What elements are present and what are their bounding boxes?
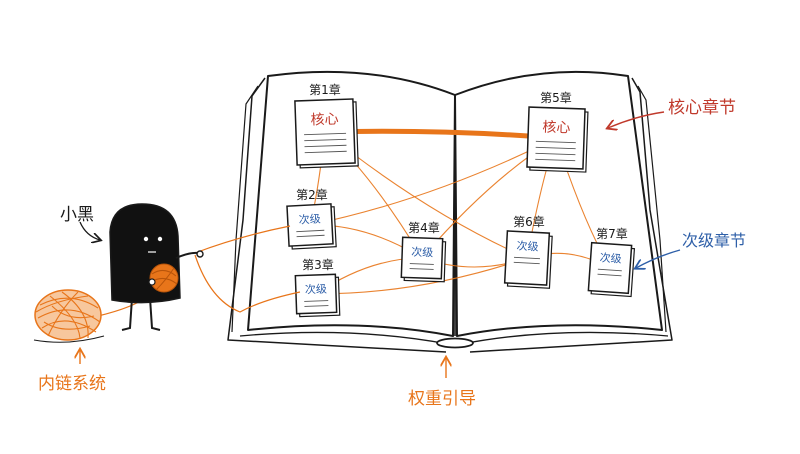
chapter-tag: 次级	[298, 211, 321, 226]
character-eye	[143, 236, 149, 242]
text-line	[409, 268, 434, 270]
text-line	[304, 132, 347, 136]
text-line	[535, 158, 576, 162]
chapter-tag: 核心	[310, 112, 339, 129]
chapter-title: 第7章	[596, 226, 628, 241]
text-line	[535, 140, 576, 144]
chapter-title: 第5章	[540, 90, 572, 105]
chapter-card-ch7: 次级	[587, 241, 636, 298]
text-line	[304, 150, 347, 154]
chapter-title: 第1章	[309, 82, 341, 97]
chapter-card-ch2: 次级	[286, 203, 337, 250]
text-line	[535, 152, 576, 156]
text-line	[304, 144, 347, 148]
chapter-title: 第6章	[513, 214, 545, 229]
chapter-title: 第4章	[408, 220, 440, 235]
text-line	[597, 268, 622, 272]
character-name-arrow	[79, 221, 100, 240]
yarn-ball-held	[149, 263, 179, 293]
secondary-chapters-arrow	[636, 249, 681, 268]
character-eye	[157, 236, 163, 242]
chapter-card-ch3: 次级	[294, 273, 341, 318]
text-line	[304, 138, 347, 142]
text-line	[513, 261, 540, 265]
character-name: 小黑	[60, 205, 94, 225]
chapter-card-paper	[294, 98, 356, 166]
chapter-card-ch1: 核心	[294, 98, 359, 169]
annotations: 小黑 核心章节 次级章节 内链系统 权重引导	[38, 98, 746, 409]
text-line	[513, 256, 541, 260]
chapter-title: 第2章	[296, 187, 328, 202]
text-line	[597, 273, 622, 277]
chapter-card-paper	[294, 273, 338, 315]
chapter-tag: 核心	[542, 120, 571, 137]
yarn-ball-ground	[33, 289, 105, 343]
text-line	[296, 229, 325, 233]
weight-guidance-label: 权重引导	[408, 389, 476, 409]
secondary-chapters-label: 次级章节	[682, 231, 746, 250]
chapter-tag: 次级	[411, 245, 433, 260]
text-line	[304, 300, 329, 302]
chapter-card-ch6: 次级	[503, 230, 553, 289]
chapter-tag: 次级	[305, 282, 327, 297]
spine-knot	[436, 337, 474, 349]
chapter-card-ch4: 次级	[400, 236, 447, 283]
chapter-tag: 次级	[516, 238, 539, 253]
text-line	[296, 234, 325, 238]
text-line	[304, 305, 329, 307]
character-xiaohei	[109, 203, 204, 331]
core-chapters-label: 核心章节	[668, 98, 736, 118]
chapter-tag: 次级	[599, 250, 622, 266]
text-line	[409, 263, 434, 265]
link-line	[309, 137, 557, 226]
link-line	[315, 257, 528, 295]
chapter-card-paper	[587, 241, 633, 295]
chapter-title: 第3章	[302, 257, 334, 272]
text-line	[535, 146, 576, 150]
chapter-card-ch5: 核心	[526, 106, 589, 173]
internal-link-system-label: 内链系统	[38, 374, 106, 394]
core-chapters-arrow	[608, 111, 665, 128]
